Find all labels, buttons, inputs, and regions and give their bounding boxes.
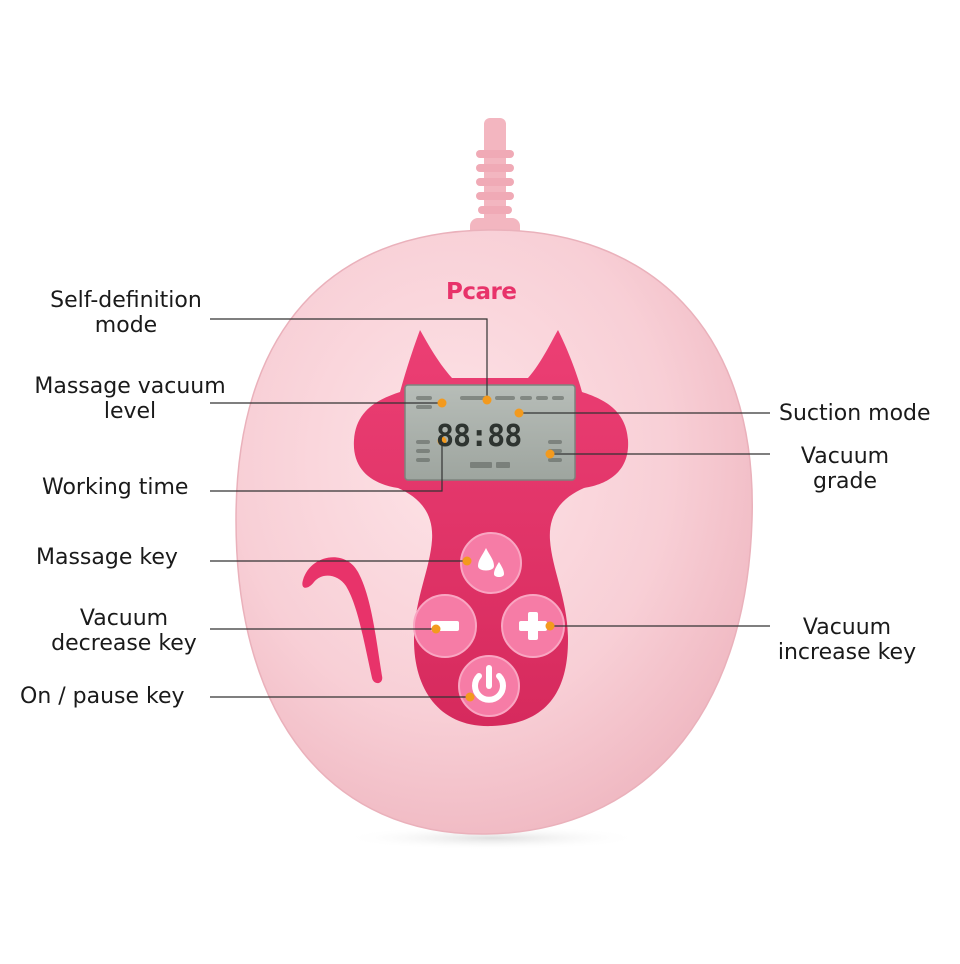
label-line: Massage vacuum <box>34 374 226 399</box>
vacuum-decrease-button[interactable] <box>413 594 477 658</box>
label-working-time: Working time <box>42 475 188 500</box>
lcd-time-digits: 88:88 <box>436 419 522 454</box>
label-vacuum-decrease-key: Vacuum decrease key <box>26 606 222 656</box>
label-line: decrease key <box>51 631 197 656</box>
label-vacuum-grade: Vacuum grade <box>770 444 920 494</box>
label-line: Massage key <box>36 545 178 570</box>
brand-logo: Pcare <box>446 279 517 305</box>
label-on-pause-key: On / pause key <box>20 684 185 709</box>
label-line: Vacuum <box>79 606 169 631</box>
lcd-display <box>404 384 576 481</box>
power-pause-button[interactable] <box>458 655 520 717</box>
massage-button[interactable] <box>460 532 522 594</box>
label-line: Vacuum <box>800 444 890 469</box>
label-line: Suction mode <box>779 401 931 426</box>
label-line: level <box>103 399 157 424</box>
label-massage-key: Massage key <box>36 545 178 570</box>
label-line: increase key <box>777 640 917 665</box>
label-vacuum-increase-key: Vacuum increase key <box>762 615 932 665</box>
label-self-definition-mode: Self-definition mode <box>26 288 226 338</box>
callout-markers <box>431 395 555 702</box>
label-massage-vacuum-level: Massage vacuum level <box>20 374 240 424</box>
droplet-icon <box>478 548 494 571</box>
label-suction-mode: Suction mode <box>779 401 931 426</box>
label-line: grade <box>813 469 877 494</box>
callout-leader-lines <box>210 318 770 698</box>
label-line: Vacuum <box>802 615 892 640</box>
power-cable <box>470 118 520 240</box>
floor-shadow <box>342 826 642 850</box>
power-icon <box>472 665 506 703</box>
cat-tail-decoration <box>302 557 383 684</box>
label-line: Self-definition <box>50 288 202 313</box>
label-line: mode <box>94 313 158 338</box>
label-line: Working time <box>42 475 189 500</box>
plus-icon <box>519 612 547 640</box>
label-line: On / pause key <box>20 684 185 709</box>
vacuum-increase-button[interactable] <box>501 594 565 658</box>
